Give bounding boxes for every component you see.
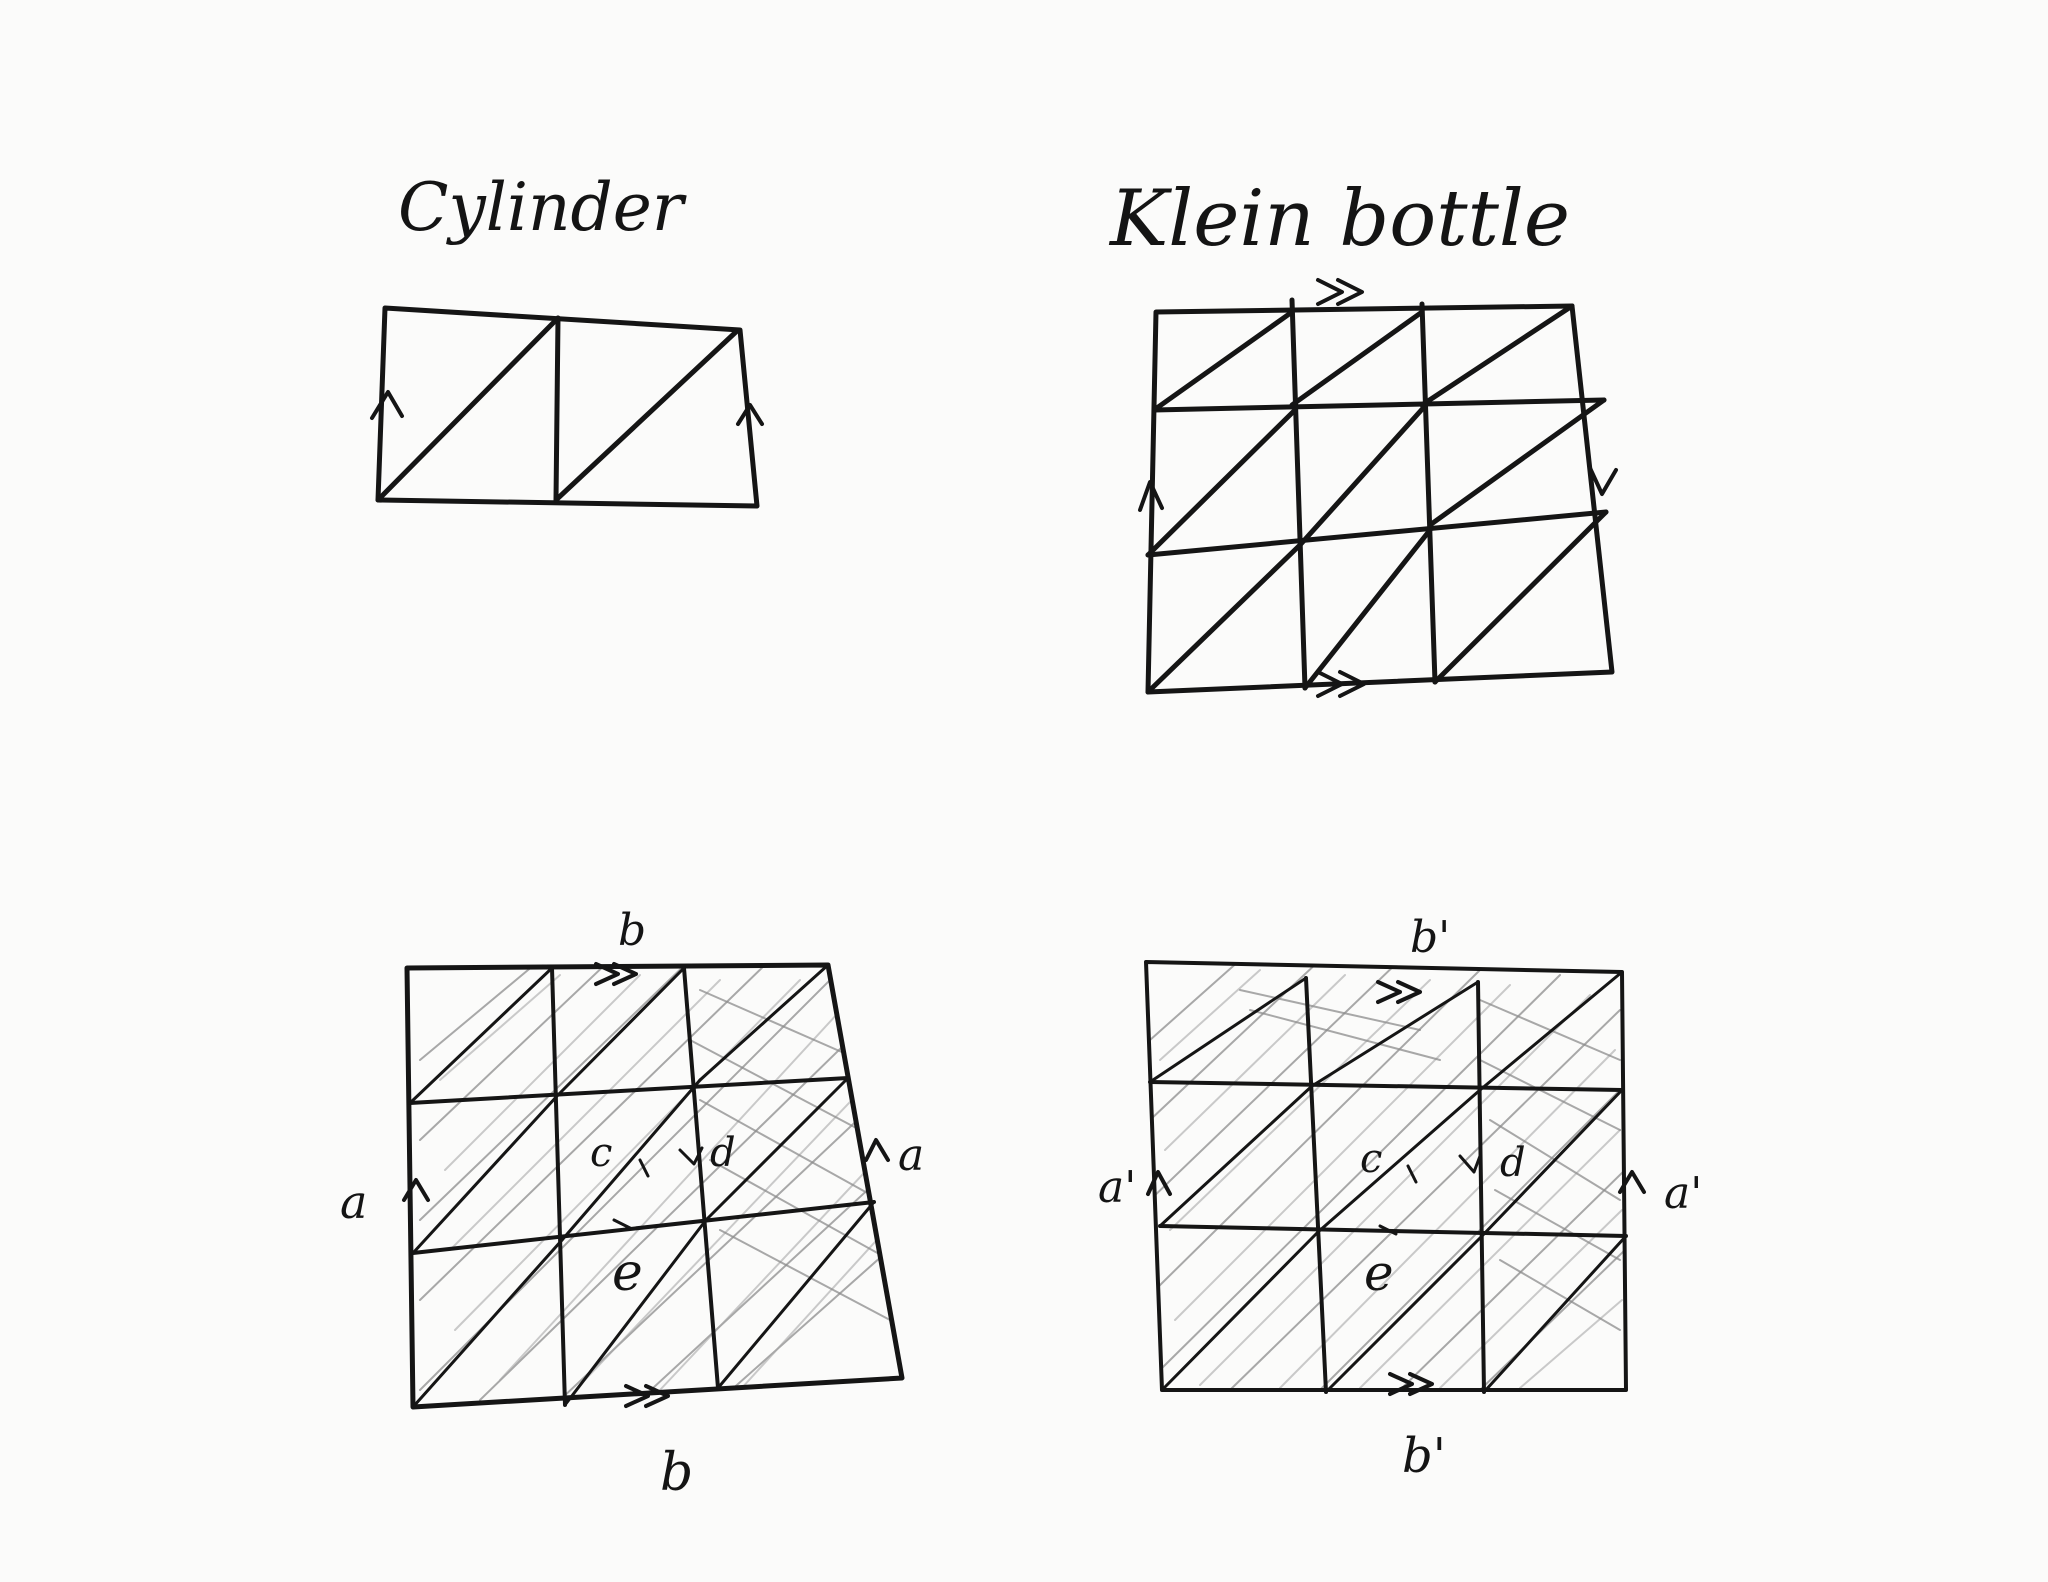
right-label-d: d bbox=[1500, 1140, 1526, 1186]
right-top-label-b-prime: b' bbox=[1410, 912, 1450, 963]
arrow-up-icon bbox=[1618, 1170, 1646, 1194]
arrow-down-icon bbox=[678, 1146, 704, 1166]
right-square-shading bbox=[1149, 962, 1626, 1390]
left-square-shading bbox=[419, 965, 901, 1401]
double-arrow-icon bbox=[1376, 980, 1402, 1004]
cylinder-title: Cylinder bbox=[398, 169, 687, 246]
left-label-d: d bbox=[710, 1130, 736, 1176]
arrow-up-icon bbox=[370, 390, 404, 420]
arrow-up-icon bbox=[402, 1178, 430, 1202]
arrow-down-icon bbox=[1458, 1154, 1482, 1174]
right-bottom-label-b-prime: b' bbox=[1402, 1428, 1446, 1484]
right-label-c: c bbox=[1360, 1136, 1382, 1182]
klein-bottle-grid bbox=[1138, 278, 1618, 698]
double-arrow-icon bbox=[594, 962, 620, 986]
arrow-left-icon bbox=[612, 1218, 632, 1230]
double-arrow-icon bbox=[624, 1384, 650, 1408]
arrow-up-icon bbox=[1146, 1170, 1172, 1196]
klein-bottle-title: Klein bottle bbox=[1108, 174, 1570, 264]
arrow-up-icon bbox=[1138, 480, 1164, 512]
right-square-grid bbox=[1144, 960, 1646, 1396]
double-arrow-icon bbox=[1316, 670, 1344, 698]
right-side-label-a: a bbox=[898, 1130, 924, 1181]
right-left-label-a-prime: a' bbox=[1098, 1162, 1136, 1213]
cylinder-grid bbox=[370, 305, 764, 509]
right-right-label-a-prime: a' bbox=[1664, 1168, 1702, 1219]
left-square-grid bbox=[402, 962, 905, 1410]
right-label-e: e bbox=[1364, 1244, 1394, 1302]
double-arrow-icon bbox=[1316, 278, 1344, 306]
left-top-label-b: b bbox=[618, 905, 646, 956]
arrow-down-icon bbox=[1588, 466, 1618, 496]
arrow-up-icon bbox=[736, 403, 764, 426]
left-label-e: e bbox=[612, 1243, 643, 1303]
arrow-icon bbox=[1406, 1164, 1418, 1184]
arrow-icon bbox=[638, 1158, 650, 1178]
double-arrow-icon bbox=[1388, 1372, 1414, 1396]
left-label-c: c bbox=[590, 1130, 612, 1176]
left-bottom-label-b: b bbox=[660, 1443, 693, 1503]
arrow-left-icon bbox=[1378, 1224, 1398, 1236]
left-side-label-a: a bbox=[340, 1175, 367, 1229]
arrow-up-icon bbox=[864, 1138, 890, 1162]
